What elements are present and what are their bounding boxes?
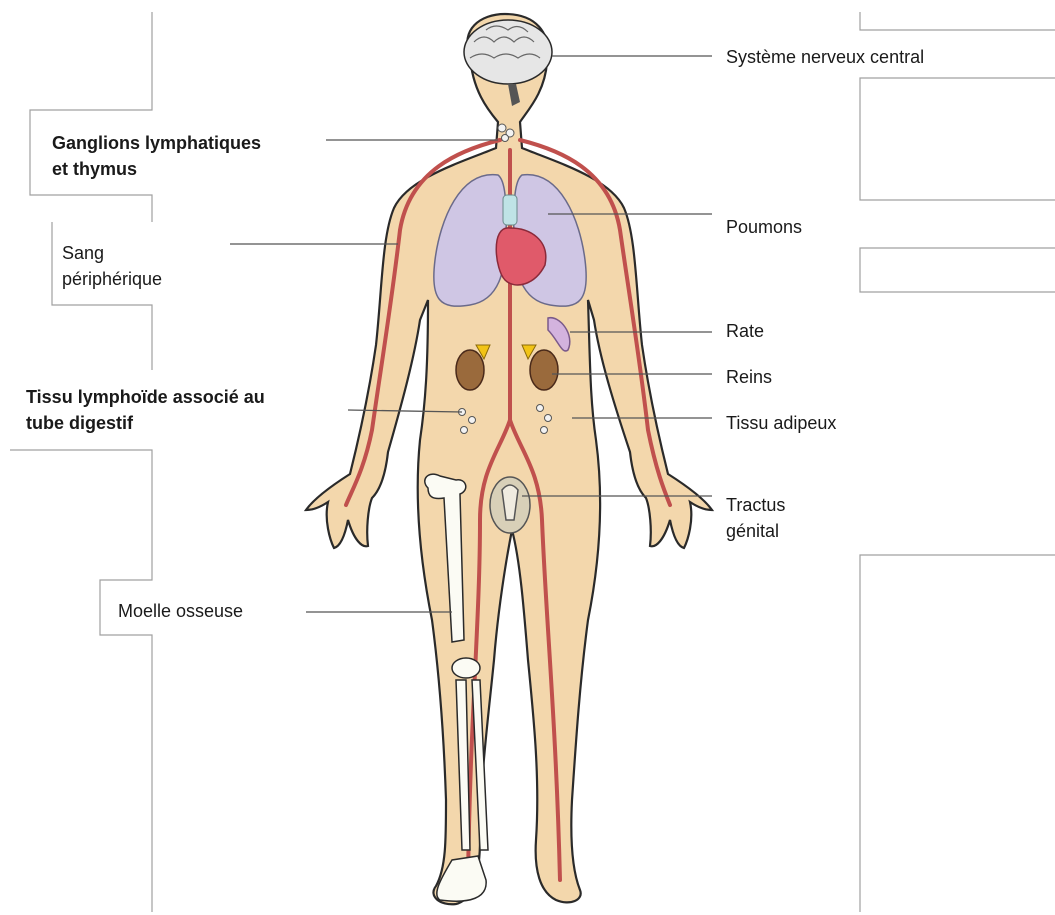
label-lymph-nodes-thymus: Ganglions lymphatiques et thymus xyxy=(52,130,261,182)
label-central-nervous-system: Système nerveux central xyxy=(726,44,924,70)
label-spleen: Rate xyxy=(726,318,764,344)
label-kidneys: Reins xyxy=(726,364,772,390)
trachea-icon xyxy=(503,195,517,225)
label-genital-tract: Tractus génital xyxy=(726,492,785,544)
label-peripheral-blood: Sang périphérique xyxy=(62,240,162,292)
label-bone-marrow: Moelle osseuse xyxy=(118,598,243,624)
genital-tract-icon xyxy=(490,477,530,533)
label-galt: Tissu lymphoïde associé au tube digestif xyxy=(26,384,265,436)
label-adipose-tissue: Tissu adipeux xyxy=(726,410,836,436)
label-lungs: Poumons xyxy=(726,214,802,240)
body-silhouette xyxy=(306,14,712,904)
